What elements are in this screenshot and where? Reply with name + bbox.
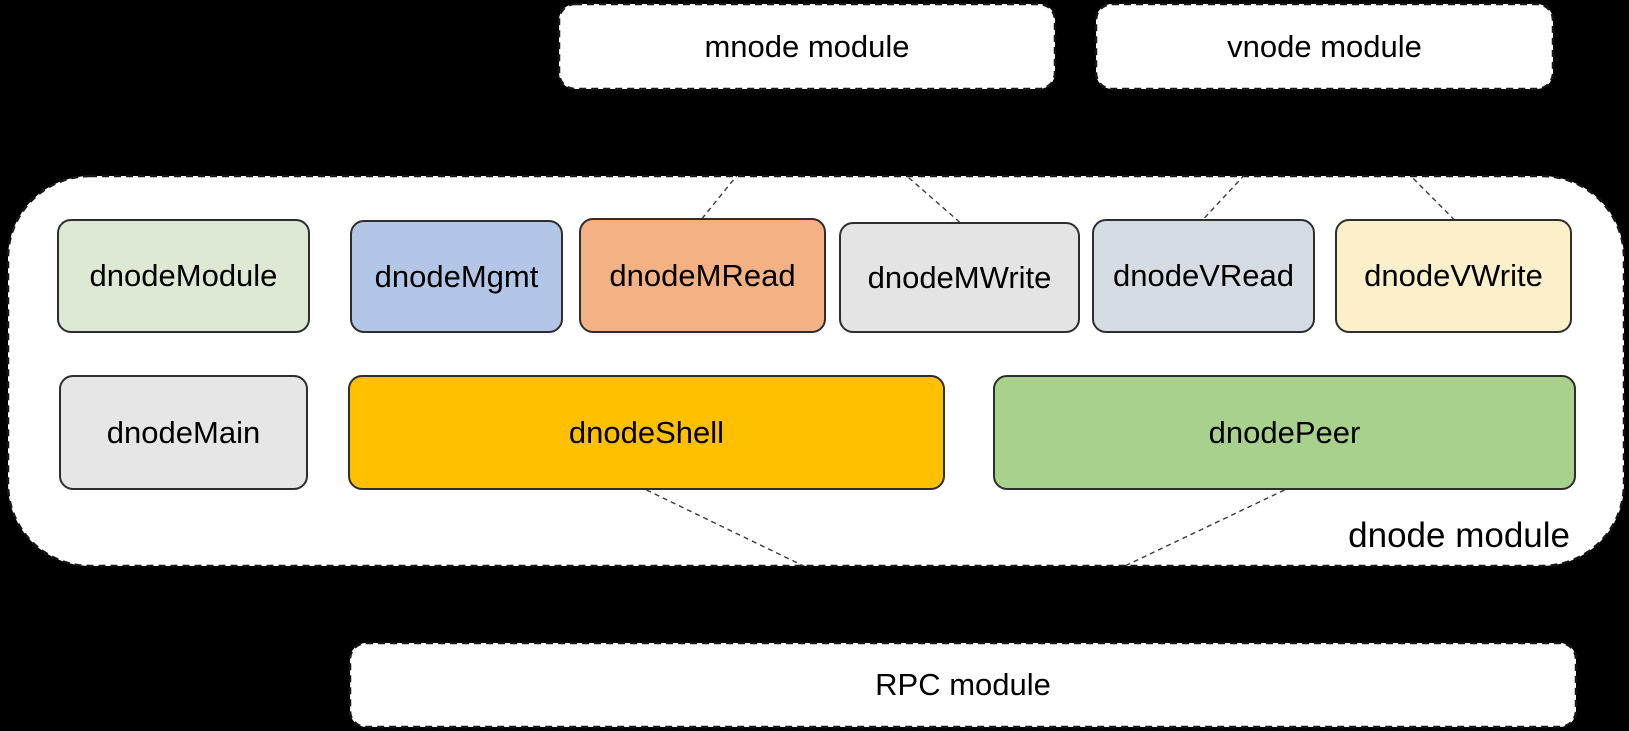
node-box-label-dnodeMgmt: dnodeMgmt	[374, 258, 539, 294]
vnode-module-outline	[1094, 2, 1555, 91]
node-box-label-dnodeVWrite: dnodeVWrite	[1364, 258, 1543, 293]
connector-dnodeShell-rpc	[646, 489, 964, 566]
mnode-module-outline	[557, 2, 1057, 91]
node-box-label-dnodeModule: dnodeModule	[89, 258, 278, 293]
node-box-label-dnodeShell: dnodeShell	[568, 414, 725, 450]
node-box-label-dnodeVRead: dnodeVRead	[1113, 258, 1294, 293]
node-box-dnodePeer: dnodePeer	[993, 375, 1576, 490]
connector-lines	[646, 176, 1454, 566]
connector-mnode-dnodeMRead	[701, 176, 808, 219]
node-box-dnodeVRead: dnodeVRead	[1092, 219, 1315, 333]
rpc-module-outline	[348, 641, 1578, 729]
node-box-label-dnodeMain: dnodeMain	[106, 414, 261, 450]
node-box-label-dnodeMWrite: dnodeMWrite	[867, 259, 1052, 295]
node-box-dnodeShell: dnodeShell	[348, 375, 945, 490]
node-box-dnodeMWrite: dnodeMWrite	[839, 222, 1080, 333]
connector-vnode-dnodeVRead	[1202, 176, 1326, 220]
node-box-dnodeModule: dnodeModule	[57, 219, 310, 333]
node-box-label-dnodePeer: dnodePeer	[1208, 414, 1361, 450]
node-box-label-dnodeMRead: dnodeMRead	[609, 257, 796, 293]
node-box-dnodeMain: dnodeMain	[59, 375, 308, 490]
node-box-dnodeVWrite: dnodeVWrite	[1335, 219, 1572, 333]
node-box-dnodeMRead: dnodeMRead	[579, 218, 826, 333]
node-box-dnodeMgmt: dnodeMgmt	[350, 220, 563, 333]
